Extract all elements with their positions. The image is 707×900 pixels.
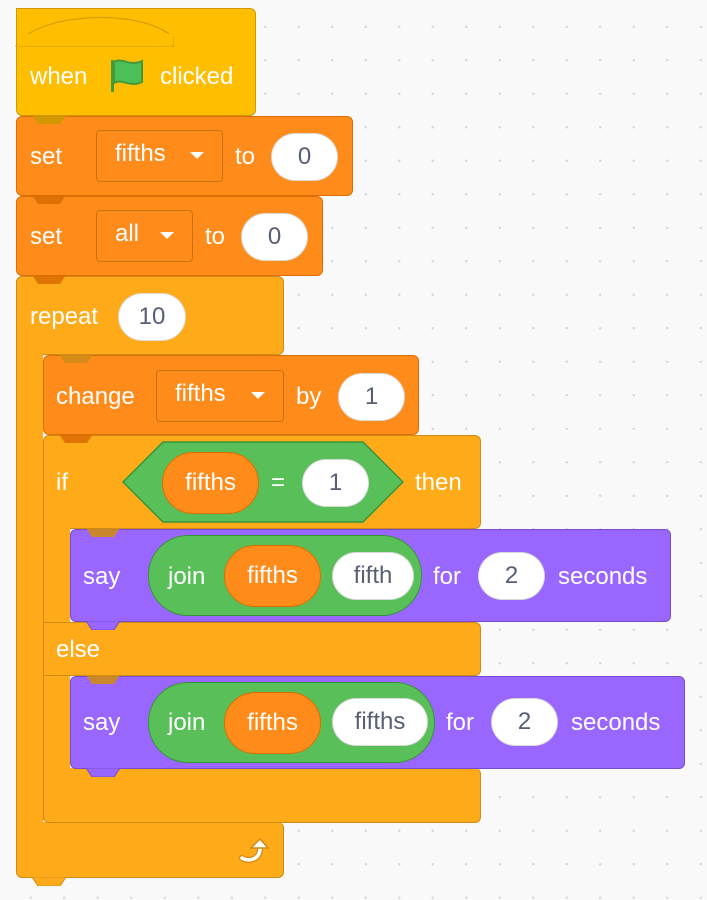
set-value-input[interactable]: 0: [271, 133, 338, 181]
notch: [32, 195, 66, 204]
loop-arrow-icon: [239, 837, 270, 863]
repeat-block-foot[interactable]: [16, 822, 284, 878]
equals-sign: =: [271, 469, 286, 496]
join-text-input[interactable]: fifth: [332, 552, 414, 600]
join-label: join: [168, 563, 206, 590]
repeat-block-arm: [16, 350, 43, 830]
green-flag-icon[interactable]: [108, 56, 146, 96]
else-row: [43, 622, 481, 676]
variable-dropdown-fifths[interactable]: fifths: [156, 370, 284, 422]
set-value-input[interactable]: 0: [241, 213, 308, 261]
caret-down-icon: [160, 232, 174, 239]
dropdown-value: fifths: [115, 140, 166, 167]
notch: [86, 675, 120, 684]
dropdown-value: fifths: [175, 380, 226, 407]
join-text-input[interactable]: fifths: [332, 698, 428, 746]
to-label: to: [205, 223, 226, 250]
repeat-label: repeat: [30, 303, 99, 330]
to-label: to: [235, 143, 256, 170]
if-label: if: [56, 469, 68, 496]
bump: [86, 621, 120, 630]
hat-cap-fill: [17, 34, 173, 44]
variable-dropdown-all[interactable]: all: [96, 210, 193, 262]
for-label: for: [446, 709, 475, 736]
dropdown-value: all: [115, 220, 140, 247]
condition-value-input[interactable]: 1: [302, 459, 369, 507]
notch: [59, 434, 93, 443]
repeat-count-input[interactable]: 10: [118, 293, 186, 341]
change-value-input[interactable]: 1: [338, 373, 405, 421]
variable-dropdown-fifths[interactable]: fifths: [96, 130, 223, 182]
seconds-label: seconds: [558, 563, 648, 590]
caret-down-icon: [190, 152, 204, 159]
notch: [32, 275, 66, 284]
when-label: when: [30, 63, 88, 90]
for-label: for: [433, 563, 462, 590]
seconds-input[interactable]: 2: [491, 698, 558, 746]
set-label: set: [30, 223, 63, 250]
fifths-variable-reporter[interactable]: fifths: [162, 452, 259, 514]
caret-down-icon: [251, 392, 265, 399]
notch: [59, 354, 93, 363]
else-label: else: [56, 636, 101, 663]
notch: [86, 528, 120, 537]
seconds-label: seconds: [571, 709, 661, 736]
say-label: say: [83, 709, 121, 736]
by-label: by: [296, 383, 322, 410]
if-else-foot: [43, 768, 481, 823]
repeat-foot-bump: [32, 877, 66, 886]
set-label: set: [30, 143, 63, 170]
then-label: then: [415, 469, 462, 496]
clicked-label: clicked: [160, 63, 234, 90]
seconds-input[interactable]: 2: [478, 552, 545, 600]
fifths-variable-reporter[interactable]: fifths: [224, 545, 321, 607]
fifths-variable-reporter[interactable]: fifths: [224, 692, 321, 754]
say-label: say: [83, 563, 121, 590]
bump: [86, 768, 120, 777]
join-label: join: [168, 709, 206, 736]
change-label: change: [56, 383, 135, 410]
notch: [32, 115, 66, 124]
